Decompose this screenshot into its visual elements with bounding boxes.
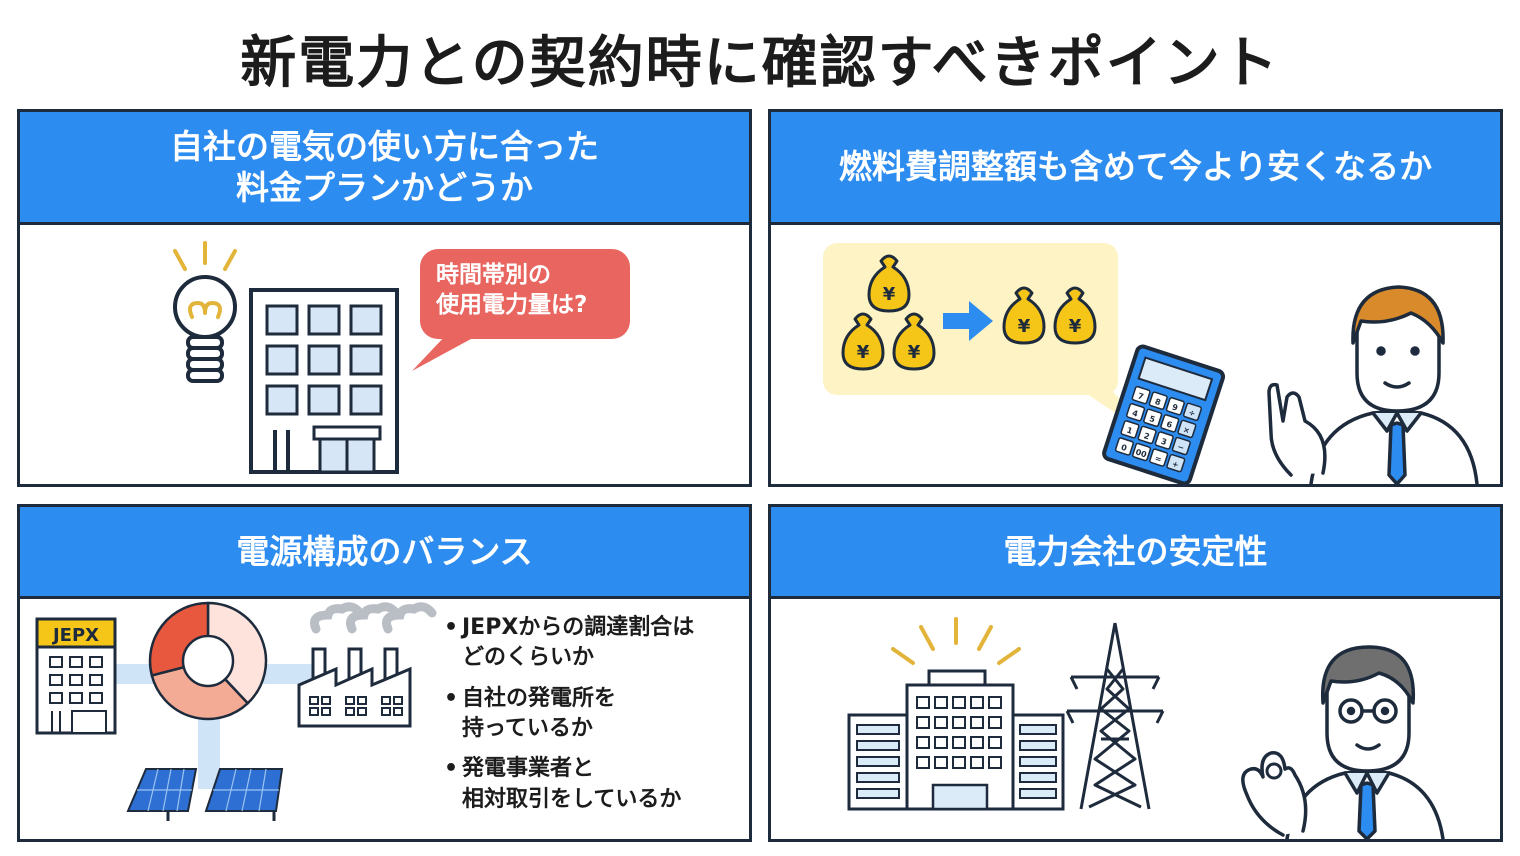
bullet-line: 自社の発電所を	[462, 685, 617, 711]
calculator-key-label: 9	[1171, 403, 1179, 413]
calculator-key-label: 1	[1125, 426, 1133, 436]
panel-power-mix-header: 電源構成のバランス	[20, 507, 749, 599]
calculator-key-label: =	[1154, 454, 1163, 465]
calculator-key-label: ÷	[1187, 408, 1196, 419]
bullet-line: 持っているか	[462, 716, 593, 742]
factory-icon	[297, 602, 437, 728]
bullet-item: 自社の発電所を 持っているか	[442, 684, 694, 745]
panel-usage: 自社の電気の使い方に合った 料金プランかどうか	[17, 109, 752, 487]
calculator-key-label: 0	[1120, 443, 1128, 453]
money-bag-icon: ¥	[841, 312, 885, 371]
calculator-key-label: −	[1176, 442, 1185, 453]
donut-slice	[206, 601, 268, 705]
calculator-key-label: ×	[1182, 425, 1191, 436]
panel-usage-header-line-2: 料金プランかどうか	[236, 168, 533, 207]
calculator-key	[1154, 431, 1174, 450]
money-bag-icon: ¥	[1002, 286, 1046, 345]
jepx-label: JEPX	[51, 625, 99, 646]
company-buildings-icon	[847, 617, 1065, 811]
panel-fuel-cost-header-line-1: 燃料費調整額も含めて今より安くなるか	[838, 147, 1433, 187]
bullet-line: 相対取引をしているか	[462, 786, 682, 812]
panel-stability: 電力会社の安定性	[768, 504, 1503, 842]
calculator-key	[1177, 419, 1197, 439]
calculator-key	[1131, 385, 1151, 405]
transmission-tower-icon	[1065, 622, 1165, 810]
money-symbol: ¥	[1069, 316, 1082, 337]
money-bag-icon: ¥	[892, 312, 936, 371]
bullet-line: 発電事業者と	[462, 756, 595, 782]
bullet-line: どのくらいか	[462, 645, 595, 671]
calculator-key	[1114, 437, 1134, 456]
panel-fuel-cost-header: 燃料費調整額も含めて今より安くなるか	[771, 112, 1500, 225]
bullet-item: JEPXからの調達割合は どのくらいか	[442, 613, 694, 674]
calculator-key	[1166, 453, 1186, 473]
bullet-line: JEPXからの調達割合は	[462, 615, 695, 640]
calculator-key-label: +	[1171, 459, 1180, 470]
power-mix-bullet-list: JEPXからの調達割合は どのくらいか 自社の発電所を 持っているか 発電事業者…	[442, 613, 694, 825]
panel-fuel-cost: 燃料費調整額も含めて今より安くなるか ¥ ¥ ¥	[768, 109, 1503, 487]
money-bag-icon: ¥	[1053, 286, 1097, 345]
calculator-key-label: 4	[1131, 409, 1139, 419]
donut-chart-icon	[148, 601, 268, 721]
panel-stability-body	[771, 599, 1500, 839]
page-title: 新電力との契約時に確認すべきポイント	[240, 31, 1280, 96]
calculator-key-label: 7	[1137, 391, 1145, 401]
calculator-key	[1149, 448, 1169, 467]
bullet-item: 発電事業者と 相対取引をしているか	[442, 754, 694, 815]
donut-slice	[150, 659, 249, 721]
calculator-key-label: 5	[1148, 414, 1156, 424]
office-building-icon	[249, 288, 399, 474]
panel-power-mix-header-line-1: 電源構成のバランス	[236, 531, 533, 571]
calculator-key	[1120, 420, 1140, 439]
calculator-key	[1143, 408, 1163, 427]
calculator-key-label: 00	[1134, 447, 1148, 459]
panel-stability-header: 電力会社の安定性	[771, 507, 1500, 599]
jepx-building-icon: JEPX	[35, 617, 117, 735]
panel-usage-header: 自社の電気の使い方に合った 料金プランかどうか	[20, 112, 749, 225]
panel-usage-header-line-1: 自社の電気の使い方に合った	[170, 126, 599, 166]
arrow-right-icon	[943, 301, 993, 341]
money-symbol: ¥	[857, 342, 870, 363]
money-symbol: ¥	[908, 342, 921, 363]
light-bulb-icon	[173, 241, 237, 383]
calculator-key	[1182, 402, 1203, 421]
speech-bubble-icon	[412, 249, 630, 371]
calculator-key	[1137, 425, 1157, 445]
calculator-key	[1132, 442, 1152, 462]
speech-bubble-line-2: 使用電力量は?	[436, 291, 588, 318]
calculator-key	[1171, 436, 1191, 456]
calculator-key	[1126, 403, 1146, 422]
panel-power-mix: 電源構成のバランス JEPX	[17, 504, 752, 842]
panel-usage-body: 時間帯別の 使用電力量は?	[20, 225, 749, 484]
businessman-pointing-icon	[1267, 285, 1479, 484]
calculator-key-label: 3	[1160, 437, 1168, 447]
money-symbol: ¥	[883, 284, 896, 305]
calculator-key	[1160, 414, 1180, 433]
money-symbol: ¥	[1018, 316, 1031, 337]
panel-fuel-cost-body: ¥ ¥ ¥ ¥ ¥	[771, 225, 1500, 484]
calculator-key-label: 6	[1165, 420, 1173, 430]
panel-power-mix-body: JEPX	[20, 599, 749, 839]
money-bag-icon: ¥	[867, 254, 911, 313]
calculator-key-label: 8	[1154, 397, 1162, 407]
solar-panel-icon	[126, 768, 284, 821]
calculator-key-label: 2	[1143, 431, 1151, 441]
panel-stability-header-line-1: 電力会社の安定性	[1003, 531, 1268, 571]
businessman-ok-icon	[1241, 645, 1445, 839]
speech-bubble-text: 時間帯別の 使用電力量は?	[436, 261, 587, 321]
speech-bubble-line-1: 時間帯別の	[436, 262, 551, 288]
calculator-key	[1148, 391, 1168, 410]
calculator-key	[1165, 397, 1185, 416]
